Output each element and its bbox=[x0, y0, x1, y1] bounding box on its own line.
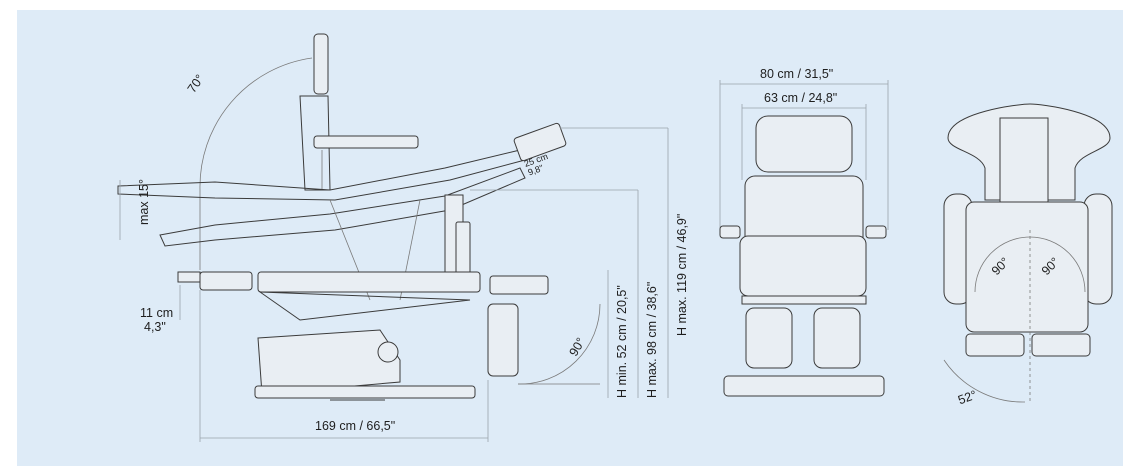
base-housing bbox=[257, 329, 401, 395]
head-cushion-flat bbox=[199, 271, 253, 291]
leg-angle-arc bbox=[517, 303, 601, 385]
seat-flat bbox=[257, 271, 481, 293]
top-arm-arc-right bbox=[1029, 236, 1086, 293]
diagram-background bbox=[17, 10, 1123, 466]
backrest-angle-arc bbox=[199, 57, 313, 191]
leg-flat bbox=[489, 275, 549, 295]
hmax119-label: H max. 119 cm / 46,9" bbox=[675, 214, 689, 336]
front-armrest-right bbox=[865, 225, 887, 239]
hmin-label: H min. 52 cm / 20,5" bbox=[615, 285, 629, 398]
width-inner-label: 63 cm / 24,8" bbox=[764, 91, 837, 105]
angle-tilt-label: max 15° bbox=[137, 179, 151, 225]
front-leg-left bbox=[745, 307, 793, 369]
head-flat bbox=[177, 271, 201, 283]
angle-backrest-label: 70° bbox=[185, 72, 207, 96]
front-headrest bbox=[755, 115, 853, 173]
top-foot-left bbox=[965, 333, 1025, 357]
column-cover bbox=[455, 221, 471, 275]
width-outer-label: 80 cm / 31,5" bbox=[760, 67, 833, 81]
seat-frame bbox=[258, 291, 471, 321]
front-leg-right bbox=[813, 307, 861, 369]
legdrop-in-label: 4,3" bbox=[144, 320, 166, 334]
leg-rest-down bbox=[487, 303, 519, 377]
top-backrest bbox=[999, 117, 1049, 205]
armrest-side bbox=[313, 135, 419, 149]
base-pedal bbox=[377, 341, 399, 363]
side-view bbox=[117, 33, 669, 442]
hmax98-label: H max. 98 cm / 38,6" bbox=[645, 282, 659, 398]
front-base bbox=[723, 375, 885, 397]
top-rotation-arc bbox=[943, 359, 1026, 403]
seat-tilted-max bbox=[159, 167, 526, 247]
top-arm-arc-left bbox=[974, 236, 1031, 293]
base-plate bbox=[254, 385, 476, 399]
front-armrest-left bbox=[719, 225, 741, 239]
length-label: 169 cm / 66,5" bbox=[315, 419, 395, 433]
legdrop-cm-label: 11 cm bbox=[140, 306, 173, 320]
front-seat bbox=[739, 235, 867, 297]
leg-extension bbox=[513, 122, 567, 162]
top-view bbox=[943, 103, 1113, 403]
headrest-upright bbox=[313, 33, 329, 95]
angle-legrest-label: 90° bbox=[567, 335, 589, 358]
top-foot-right bbox=[1031, 333, 1091, 357]
angle-rotation-label: 52° bbox=[956, 388, 979, 408]
front-seat-frame bbox=[741, 295, 867, 305]
front-view bbox=[719, 80, 889, 397]
top-seat bbox=[965, 201, 1089, 333]
